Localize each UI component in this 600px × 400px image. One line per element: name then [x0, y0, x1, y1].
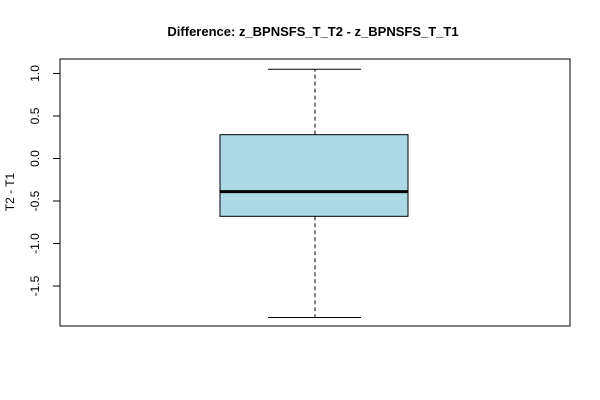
y-axis-ticks: -1.5 -1.0 -0.5 0.0 0.5 1.0	[28, 65, 60, 296]
chart-title: Difference: z_BPNSFS_T_T2 - z_BPNSFS_T_T…	[167, 24, 458, 39]
y-tick-label: 0.5	[28, 107, 42, 124]
box-group	[219, 68, 409, 318]
y-tick-label: 1.0	[28, 65, 42, 82]
y-tick-label: -1.0	[28, 233, 42, 254]
y-tick-label: 0.0	[28, 150, 42, 167]
iqr-box	[219, 134, 409, 217]
y-tick-label: -1.5	[28, 275, 42, 296]
y-tick-label: -0.5	[28, 190, 42, 211]
y-axis-label: T2 - T1	[3, 172, 17, 211]
